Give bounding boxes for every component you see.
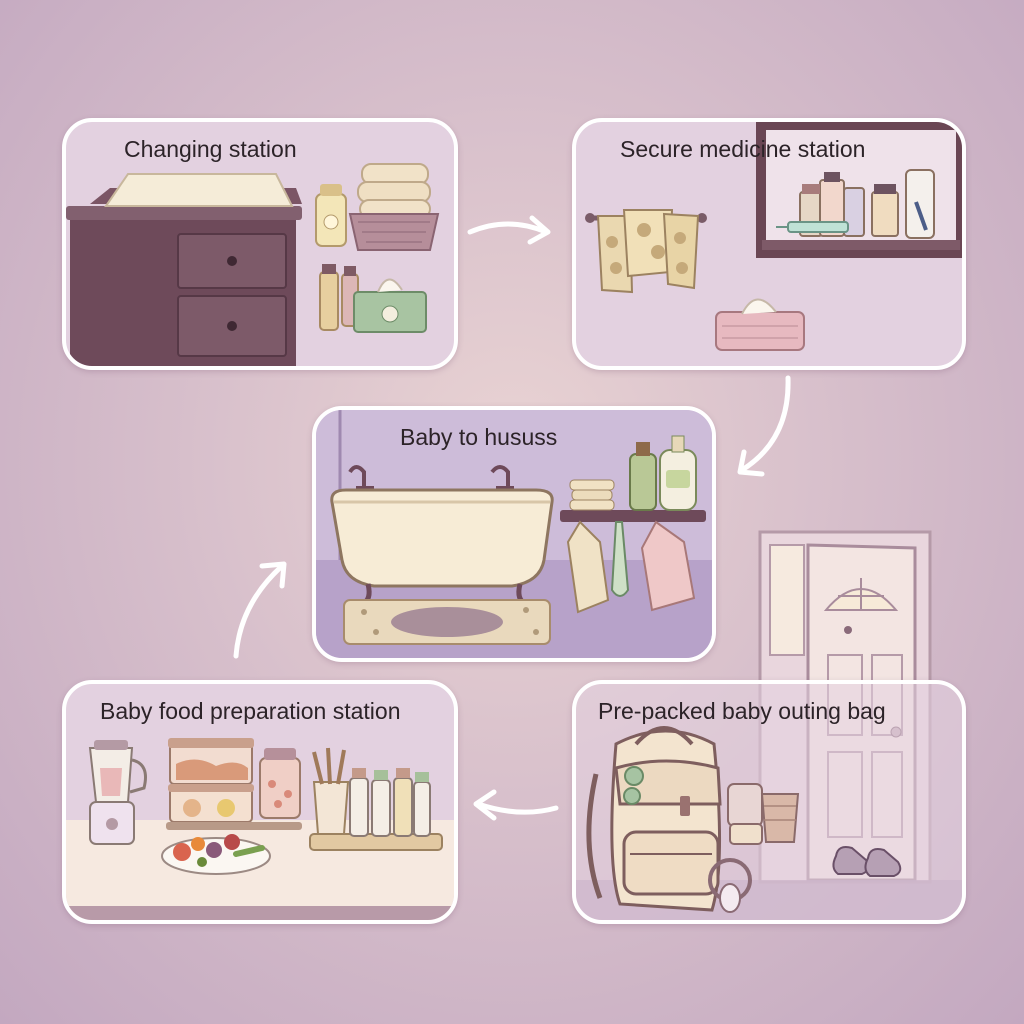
changing-station-panel: Changing station bbox=[62, 118, 458, 370]
utensil-cup-icon bbox=[312, 747, 350, 835]
station-label: Baby to hususs bbox=[400, 424, 558, 450]
shelf-icon bbox=[560, 479, 706, 522]
diaper-basket-icon bbox=[727, 783, 800, 845]
tissue-box-icon bbox=[715, 298, 805, 351]
changing-pad-icon bbox=[104, 173, 294, 207]
food-station-panel: Baby food preparation station bbox=[62, 680, 458, 924]
station-label: Changing station bbox=[124, 136, 297, 162]
shoes-icon bbox=[832, 846, 902, 877]
food-container-icon bbox=[166, 738, 302, 830]
diaper-stack-icon bbox=[348, 163, 440, 251]
bottle-rack-icon bbox=[309, 768, 443, 851]
tissue-box-icon bbox=[353, 278, 427, 333]
jar-icon bbox=[259, 748, 301, 819]
towel-icon bbox=[566, 520, 696, 614]
syringe-icon bbox=[776, 201, 928, 233]
towel-rack-icon bbox=[585, 209, 707, 294]
shampoo-bottle-icon bbox=[629, 435, 697, 511]
lotion-bottle-icon bbox=[315, 184, 359, 331]
bathtub-icon bbox=[330, 465, 554, 607]
bath-station-panel: Baby to hususs bbox=[312, 406, 716, 662]
outing-bag-panel: Pre-packed baby outing bag bbox=[572, 680, 966, 924]
station-label: Secure medicine station bbox=[620, 136, 866, 162]
vegetable-plate-icon bbox=[161, 834, 271, 875]
station-label: Pre-packed baby outing bag bbox=[598, 698, 886, 724]
medicine-station-panel: Secure medicine station bbox=[572, 118, 966, 370]
blender-icon bbox=[88, 740, 147, 845]
pacifier-icon bbox=[623, 766, 752, 913]
station-label: Baby food preparation station bbox=[100, 698, 401, 724]
dresser-icon bbox=[66, 188, 302, 366]
bath-mat-icon bbox=[343, 599, 551, 645]
